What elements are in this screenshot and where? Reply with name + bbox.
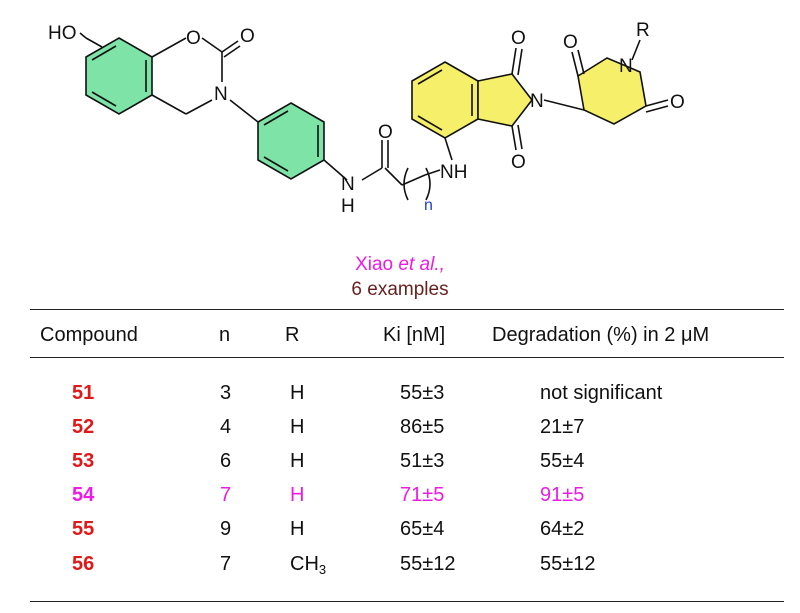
oxazinone-nitrogen-label: N — [214, 84, 228, 105]
chemical-structure: HO O O N O N H n NH O O N O O N R — [48, 20, 685, 217]
cell-ki: 55±12 — [400, 553, 456, 575]
cell-r: H — [290, 382, 305, 404]
amide-oxygen-label: O — [378, 122, 393, 143]
table-bottom-rule — [30, 601, 784, 602]
cell-ki: 55±3 — [400, 382, 445, 404]
cell-degradation: 55±4 — [540, 450, 585, 472]
cell-compound: 51 — [72, 382, 95, 404]
cell-compound: 55 — [72, 518, 95, 540]
piperidine-oxygen-left-label: O — [563, 32, 578, 53]
author-suffix: et al., — [398, 254, 445, 275]
amide-hydrogen-label: H — [341, 196, 355, 217]
cell-n: 6 — [220, 450, 232, 472]
examples-count: 6 examples — [351, 279, 449, 300]
piperidine-oxygen-right-label: O — [670, 92, 685, 113]
cell-degradation: 21±7 — [540, 416, 585, 438]
yellow-piperidine-ring — [577, 57, 647, 125]
table-row: 54 7 H 71±5 91±5 — [0, 484, 800, 514]
amide-nitrogen-label: N — [341, 174, 355, 195]
header-n: n — [219, 324, 231, 346]
cell-n: 9 — [220, 518, 232, 540]
r-group-label: R — [636, 20, 650, 41]
cell-ki: 51±3 — [400, 450, 445, 472]
cell-ki: 86±5 — [400, 416, 445, 438]
header-r: R — [285, 324, 300, 346]
author-name: Xiao — [355, 254, 394, 275]
yellow-imide-ring — [477, 73, 534, 127]
cell-ki: 65±4 — [400, 518, 445, 540]
table-row: 51 3 H 55±3 not significant — [0, 382, 800, 412]
cell-n: 7 — [220, 553, 232, 575]
header-degradation: Degradation (%) in 2 μM — [492, 324, 710, 346]
green-benzo-ring — [85, 37, 153, 115]
green-phenyl-ring — [257, 102, 325, 180]
cell-n: 4 — [220, 416, 232, 438]
cell-degradation: 64±2 — [540, 518, 585, 540]
cell-ki: 71±5 — [400, 484, 445, 506]
table-row: 56 7 CH3 55±12 55±12 — [0, 553, 800, 583]
cell-r: H — [290, 518, 305, 540]
cell-r: H — [290, 450, 305, 472]
cell-compound: 56 — [72, 553, 95, 575]
author-caption: Xiao et al., — [0, 254, 800, 276]
imide-oxygen-bottom-label: O — [511, 152, 526, 173]
atom-labels: HO O O N O N H n NH O O N O O N R — [48, 20, 685, 217]
cell-n: 7 — [220, 484, 232, 506]
header-ki: Ki [nM] — [383, 324, 446, 346]
cell-r: CH3 — [290, 553, 327, 577]
carbonyl-oxygen-label: O — [240, 26, 255, 47]
table-row: 55 9 H 65±4 64±2 — [0, 518, 800, 548]
table-header-rule — [30, 357, 784, 358]
header-compound: Compound — [40, 324, 138, 346]
cell-degradation: 55±12 — [540, 553, 596, 575]
linker-nh-label: NH — [440, 162, 467, 183]
hydroxyl-label: HO — [48, 23, 77, 44]
piperidine-nitrogen-label: N — [619, 56, 633, 77]
yellow-benzo-ring — [411, 61, 479, 139]
cell-degradation: 91±5 — [540, 484, 585, 506]
ring-oxygen-label: O — [186, 28, 201, 49]
cell-compound: 54 — [72, 484, 95, 506]
bond-lines — [79, 32, 669, 201]
imide-nitrogen-label: N — [530, 91, 544, 112]
cell-compound: 52 — [72, 416, 95, 438]
table-top-rule — [30, 309, 784, 310]
cell-r: H — [290, 484, 305, 506]
chain-length-label: n — [424, 197, 433, 214]
imide-oxygen-top-label: O — [511, 28, 526, 49]
cell-r-subscript: 3 — [318, 562, 327, 577]
cell-r: H — [290, 416, 305, 438]
cell-compound: 53 — [72, 450, 95, 472]
cell-n: 3 — [220, 382, 232, 404]
cell-degradation: not significant — [540, 382, 663, 404]
table-row: 53 6 H 51±3 55±4 — [0, 450, 800, 480]
table-row: 52 4 H 86±5 21±7 — [0, 416, 800, 446]
